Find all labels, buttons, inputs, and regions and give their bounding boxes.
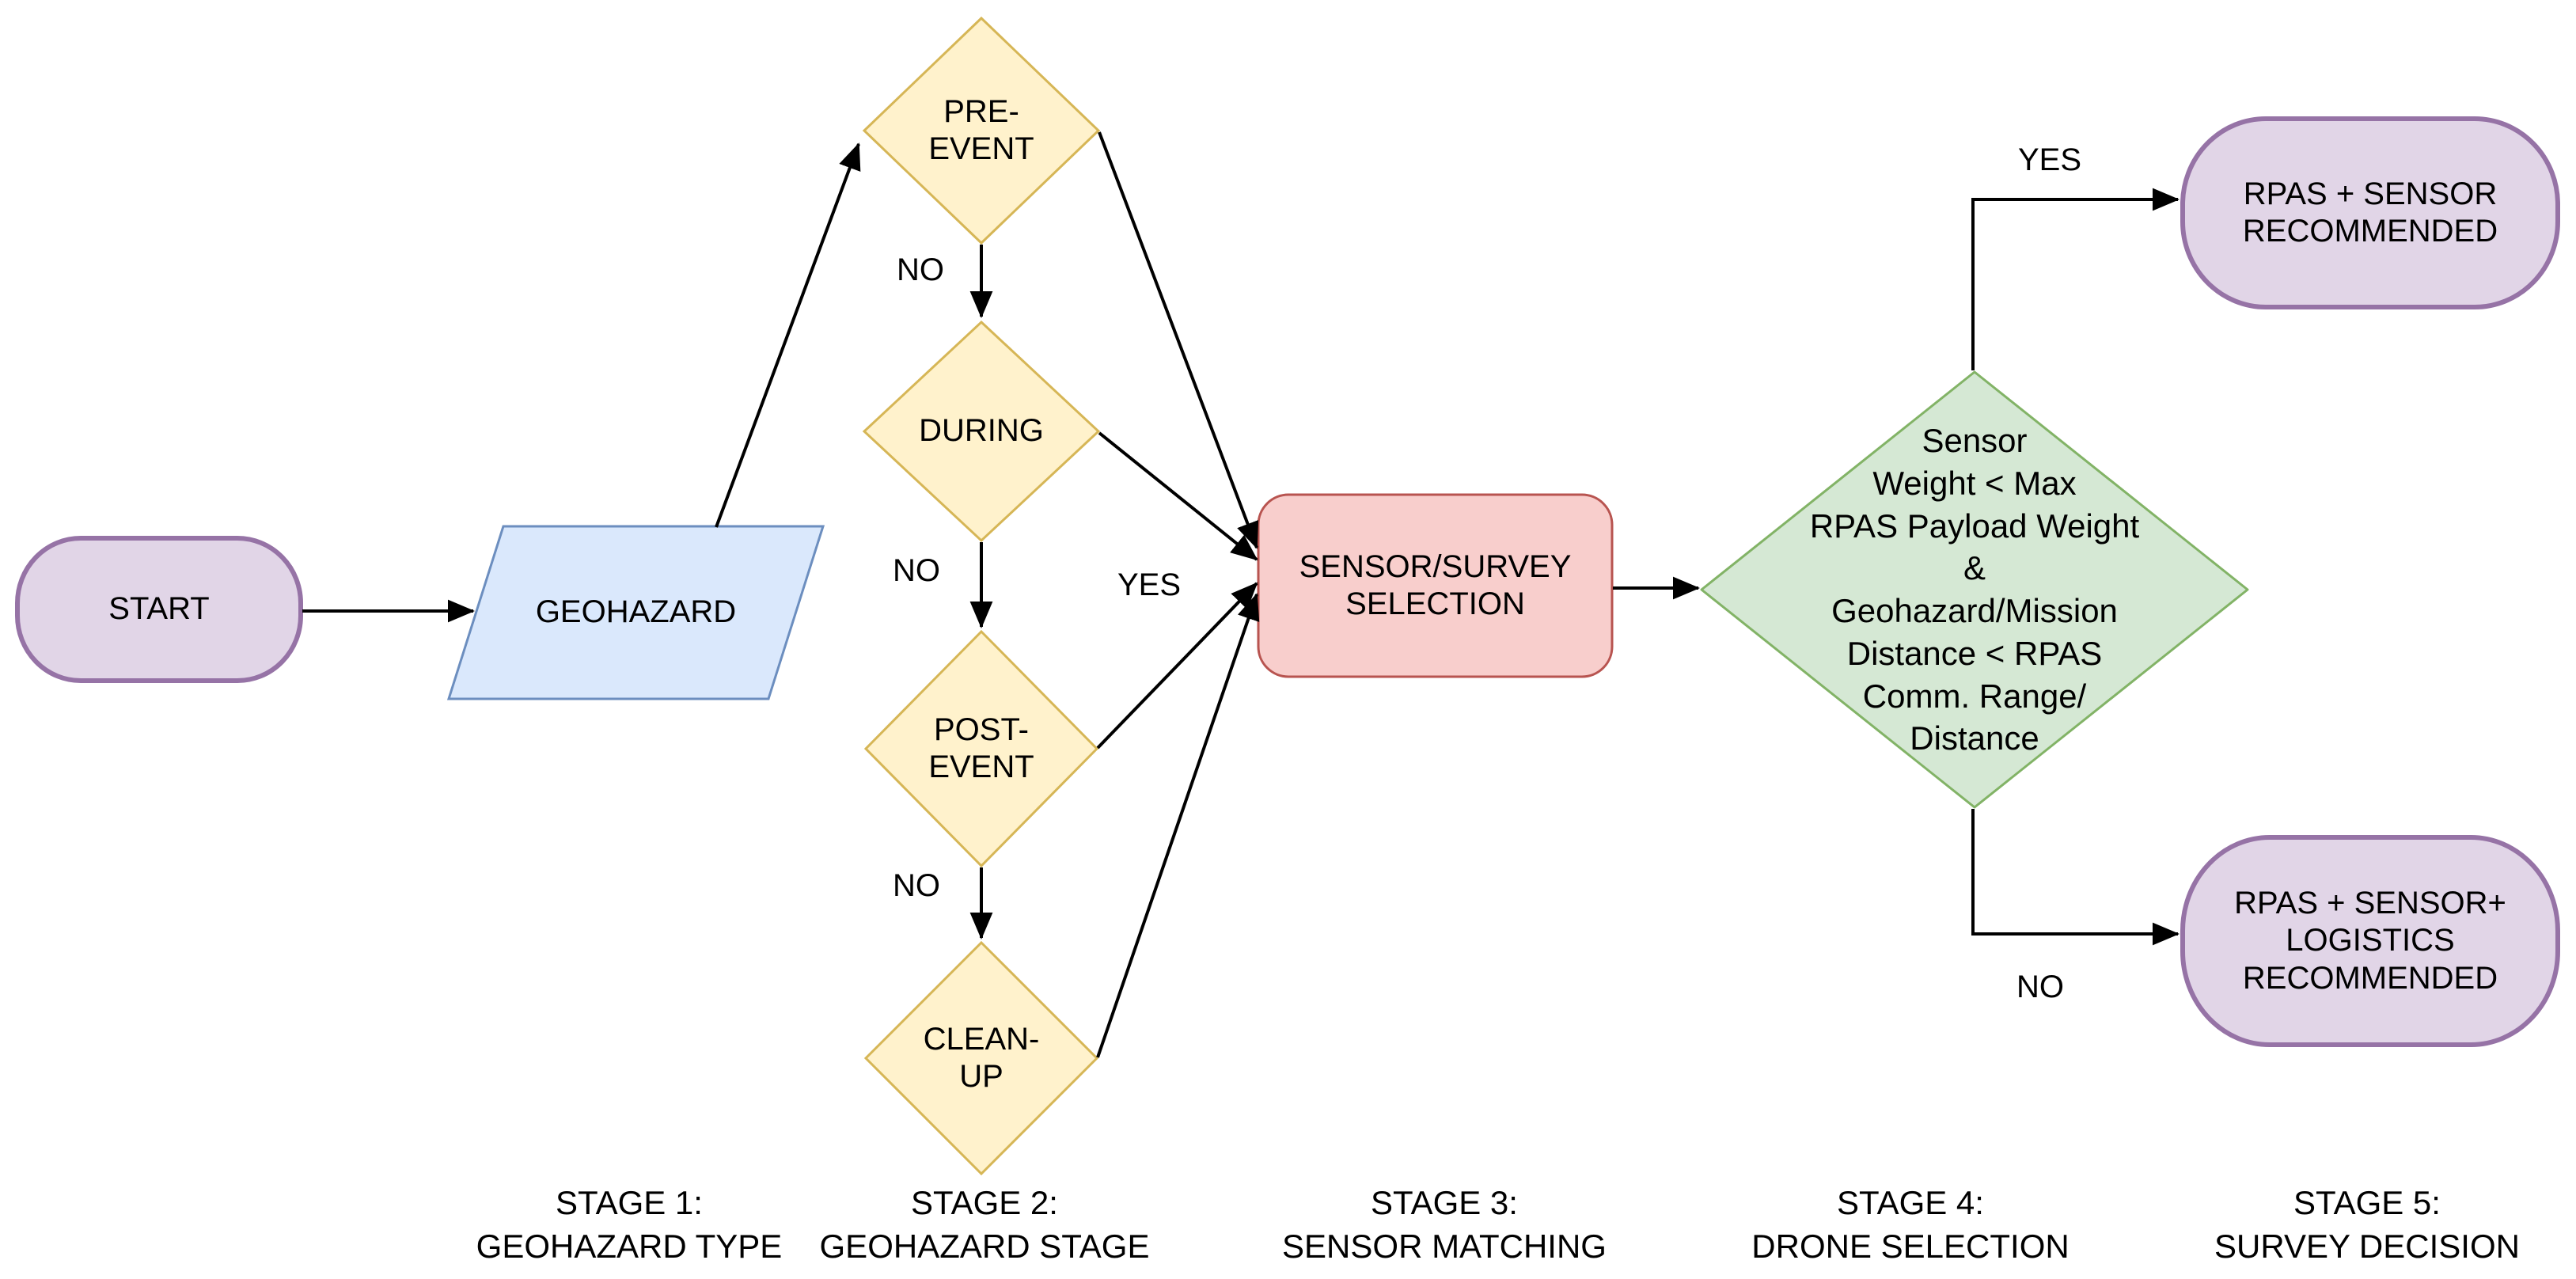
- payload-check-diamond-shape: [1700, 370, 2249, 809]
- pre-event-diamond-shape: [862, 16, 1101, 245]
- clean-up-diamond-shape: [863, 940, 1099, 1176]
- edge-pre-event-to-sensor-selection: [1098, 131, 1259, 549]
- edges: [302, 131, 2180, 1058]
- edge-payload-check-yes-to-rpas-sensor: [1971, 188, 2180, 370]
- rpas-sensor-logistics-node-shape: [2180, 835, 2560, 1047]
- edge-during-to-sensor-selection: [1098, 431, 1258, 561]
- during-diamond-shape: [862, 320, 1101, 543]
- node-shapes: [15, 16, 2560, 1176]
- geohazard-node-shape: [446, 525, 825, 700]
- edge-payload-check-no-to-logistics: [1971, 809, 2180, 946]
- edge-post-event-to-sensor-selection: [1096, 582, 1258, 750]
- post-event-diamond-shape: [863, 629, 1099, 868]
- edge-clean-up-to-sensor-selection: [1096, 593, 1260, 1058]
- rpas-sensor-node-shape: [2180, 116, 2560, 309]
- edge-geohazard-to-pre-event: [715, 142, 861, 528]
- sensor-survey-node-shape: [1257, 493, 1614, 678]
- start-node-shape: [15, 536, 303, 683]
